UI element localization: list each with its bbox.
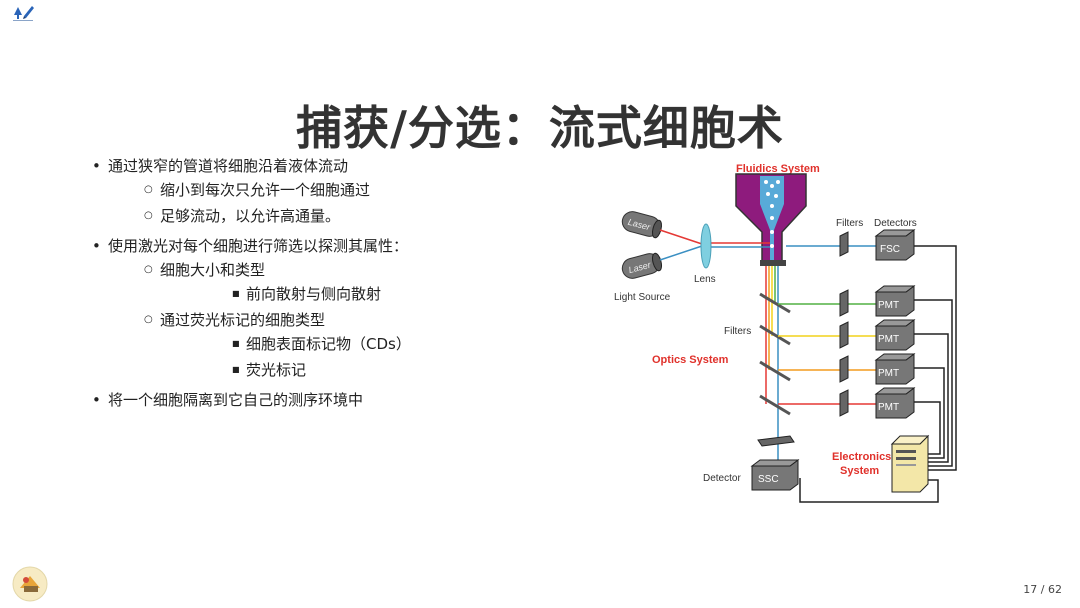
filter-pmt-1 — [839, 289, 849, 317]
sub-bullet-item: 足够流动，以允许高通量。 — [144, 204, 612, 228]
sub-bullet-text: 通过荧光标记的细胞类型 — [160, 311, 326, 329]
filter-fsc — [839, 231, 849, 257]
laser-bottom: Laser — [621, 252, 663, 279]
lens — [700, 223, 712, 269]
page-number: 17 / 62 — [1023, 583, 1062, 596]
filters-label-top: Filters — [836, 218, 863, 229]
pmt-detector: PMT — [874, 319, 916, 351]
bullet-item: 通过狭窄的管道将细胞沿着液体流动 缩小到每次只允许一个细胞通过 足够流动，以允许… — [92, 154, 612, 228]
sub-bullet-item: 缩小到每次只允许一个细胞通过 — [144, 178, 612, 202]
bullet-text: 将一个细胞隔离到它自己的测序环境中 — [108, 391, 364, 409]
filter-pmt-3 — [839, 355, 849, 383]
sub-sub-bullet-text: 荧光标记 — [246, 361, 307, 379]
sub-sub-bullet-item: 前向散射与侧向散射 — [232, 282, 612, 306]
sub-sub-bullet-item: 荧光标记 — [232, 358, 612, 382]
fsc-detector: FSC — [874, 229, 916, 261]
pmt-label: PMT — [878, 402, 899, 413]
cells — [764, 180, 780, 248]
pmt-detector: PMT — [874, 387, 916, 419]
ssc-label: SSC — [758, 474, 779, 485]
light-source-label: Light Source — [614, 292, 671, 303]
bullet-text: 通过狭窄的管道将细胞沿着液体流动 — [108, 157, 349, 175]
bullet-item: 将一个细胞隔离到它自己的测序环境中 — [92, 388, 612, 412]
computer-icon — [890, 434, 930, 493]
sub-sub-bullet-item: 细胞表面标记物（CDs） — [232, 332, 612, 356]
sub-bullet-item: 细胞大小和类型 前向散射与侧向散射 — [144, 258, 612, 306]
lens-label: Lens — [694, 274, 716, 285]
pmt-label: PMT — [878, 368, 899, 379]
sub-sub-bullet-text: 前向散射与侧向散射 — [246, 285, 382, 303]
flow-cytometry-diagram: Fluidics System Laser Laser Light Source — [600, 155, 980, 515]
logo-icon — [10, 2, 36, 24]
sub-bullet-text: 足够流动，以允许高通量。 — [160, 207, 341, 225]
avatar-icon — [12, 566, 48, 602]
electronics-label-2: System — [840, 465, 879, 477]
fluidics-label: Fluidics System — [736, 163, 820, 175]
nozzle-tip — [760, 260, 786, 266]
sub-bullet-text: 细胞大小和类型 — [160, 261, 266, 279]
pmt-detector: PMT — [874, 285, 916, 317]
optics-label: Optics System — [652, 354, 729, 366]
laser-beam-red — [659, 229, 706, 246]
mirror-3 — [759, 360, 791, 382]
signal-wires — [799, 245, 957, 503]
sub-sub-bullet-text: 细胞表面标记物（CDs） — [246, 335, 411, 353]
electronics-label-1: Electronics — [832, 451, 891, 463]
filter-pmt-4 — [839, 389, 849, 417]
detectors-label: Detectors — [874, 218, 917, 229]
bullet-list: 通过狭窄的管道将细胞沿着液体流动 缩小到每次只允许一个细胞通过 足够流动，以允许… — [92, 154, 612, 418]
pmt-detector: PMT — [874, 353, 916, 385]
laser-top: Laser — [621, 211, 663, 239]
sub-bullet-text: 缩小到每次只允许一个细胞通过 — [160, 181, 371, 199]
pmt-label: PMT — [878, 300, 899, 311]
slide-title: 捕获/分选：流式细胞术 — [296, 101, 784, 155]
pmt-label: PMT — [878, 334, 899, 345]
laser-beam-blue — [659, 244, 706, 261]
ssc-detector: SSC — [750, 459, 800, 491]
ssc-filter — [757, 435, 795, 447]
sub-bullet-item: 通过荧光标记的细胞类型 细胞表面标记物（CDs） 荧光标记 — [144, 308, 612, 382]
fsc-label: FSC — [880, 244, 900, 255]
bullet-text: 使用激光对每个细胞进行筛选以探测其属性： — [108, 237, 409, 255]
filter-pmt-2 — [839, 321, 849, 349]
mirror-2 — [759, 324, 791, 346]
detector-label: Detector — [703, 473, 741, 484]
mirror-1 — [759, 292, 791, 314]
mirror-4 — [759, 394, 791, 416]
filters-label-side: Filters — [724, 326, 751, 337]
bullet-item: 使用激光对每个细胞进行筛选以探测其属性： 细胞大小和类型 前向散射与侧向散射 通… — [92, 234, 612, 382]
